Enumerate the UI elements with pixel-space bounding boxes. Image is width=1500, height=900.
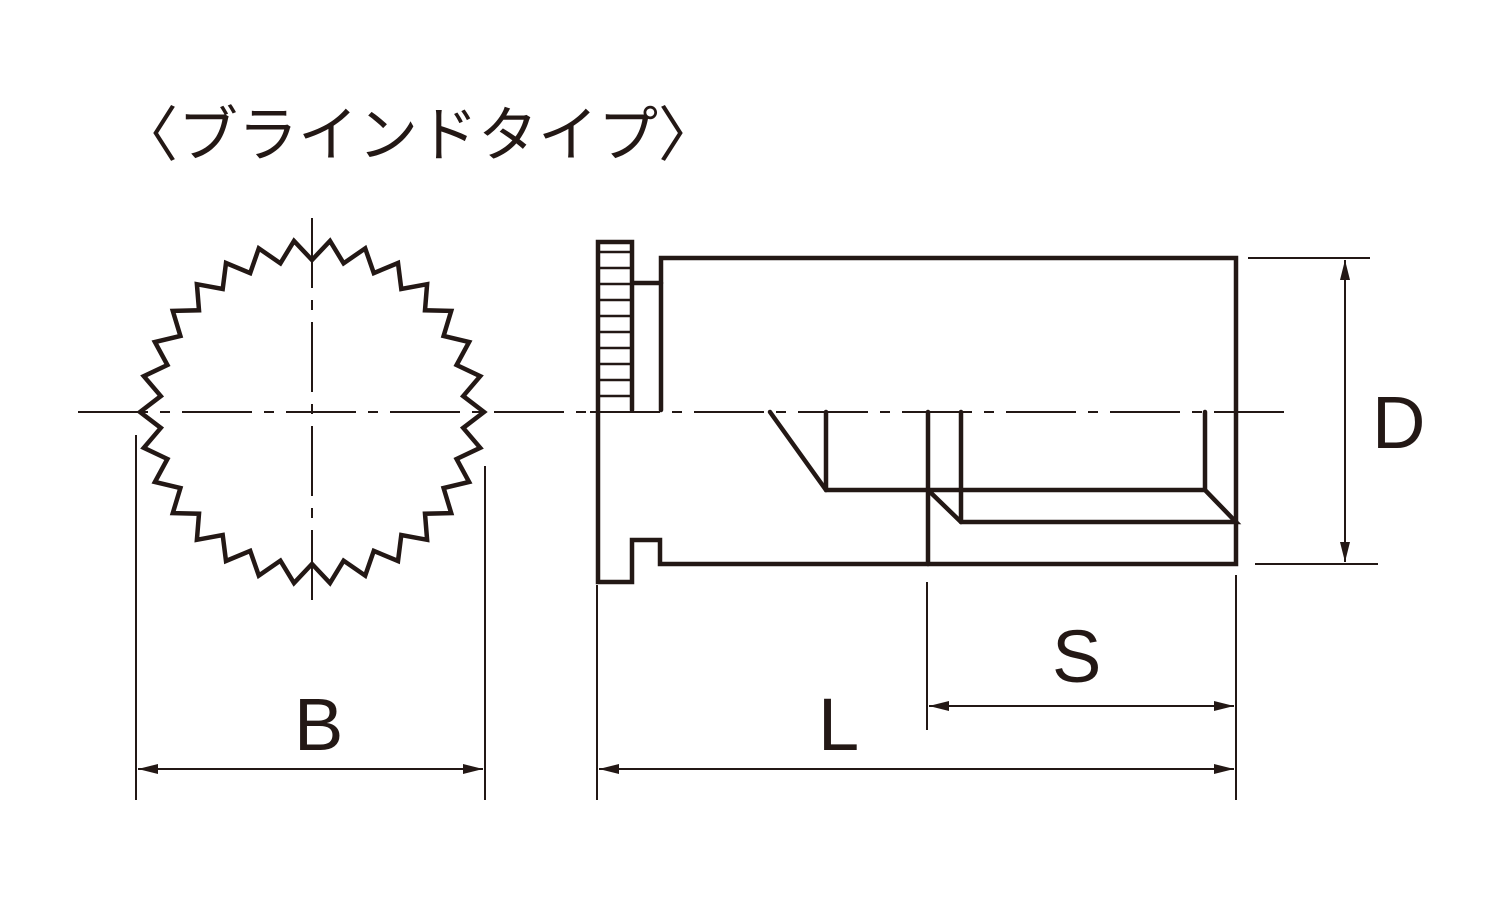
body-outline [595,239,1239,585]
dimension-B: B [135,435,486,800]
dimension-label-B: B [294,683,343,766]
serrated-knurl-outline [136,237,488,587]
dimension-S: S [926,582,1234,730]
dimension-L: L [596,575,1237,800]
dimension-label-D: D [1372,381,1425,464]
dimension-D: D [1248,257,1425,565]
dimension-label-S: S [1052,615,1101,698]
end-view [78,218,590,606]
drawing-title: 〈ブラインドタイプ〉 [118,101,718,171]
dimension-label-L: L [818,683,859,766]
bore-section [767,409,1242,525]
side-view [590,239,1290,585]
flange-knurl-lines [598,250,632,398]
